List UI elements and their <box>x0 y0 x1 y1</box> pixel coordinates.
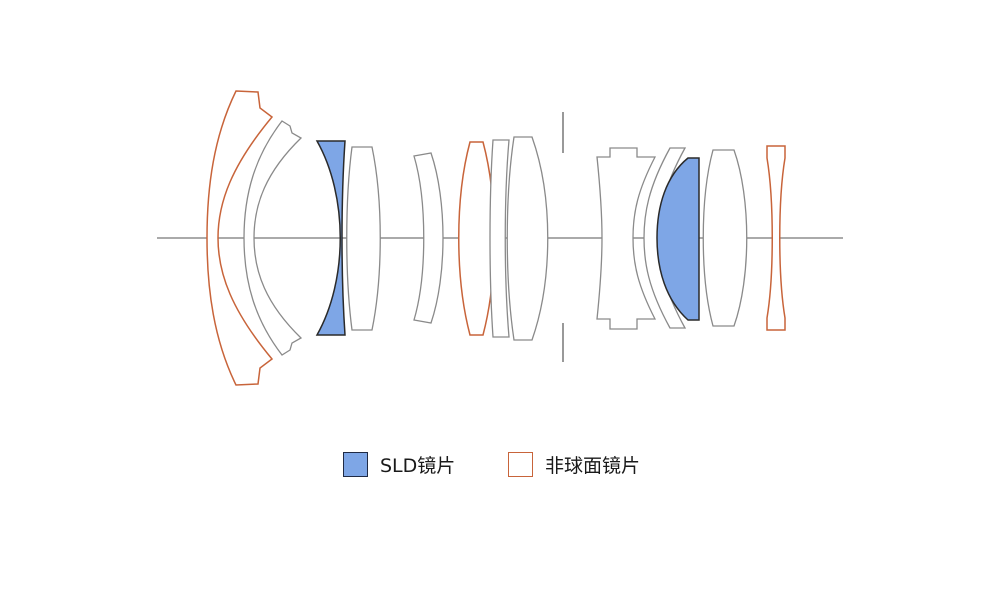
lens-element-sld-1 <box>315 140 346 336</box>
legend-item-aspherical: 非球面镜片 <box>508 448 640 480</box>
lens-element-5 <box>413 152 444 324</box>
legend-swatch-sld <box>343 451 368 477</box>
lens-element-aspherical-2 <box>458 141 495 336</box>
lens-element-8 <box>506 136 549 341</box>
lens-element-aspherical-3 <box>766 145 786 331</box>
legend-swatch-aspherical <box>508 451 533 477</box>
lens-element-2 <box>243 120 303 356</box>
legend-item-sld: SLD镜片 <box>343 448 455 480</box>
legend-label-aspherical: 非球面镜片 <box>545 454 641 477</box>
lens-element-12 <box>702 149 748 327</box>
lens-element-sld-2 <box>656 157 700 321</box>
lens-element-aspherical-1 <box>206 90 274 386</box>
lens-element-7 <box>489 139 510 338</box>
lens-element-9 <box>596 147 657 330</box>
legend: SLD镜片 非球面镜片 <box>0 448 1000 480</box>
lens-element-4 <box>346 146 381 331</box>
legend-label-sld: SLD镜片 <box>380 454 456 477</box>
